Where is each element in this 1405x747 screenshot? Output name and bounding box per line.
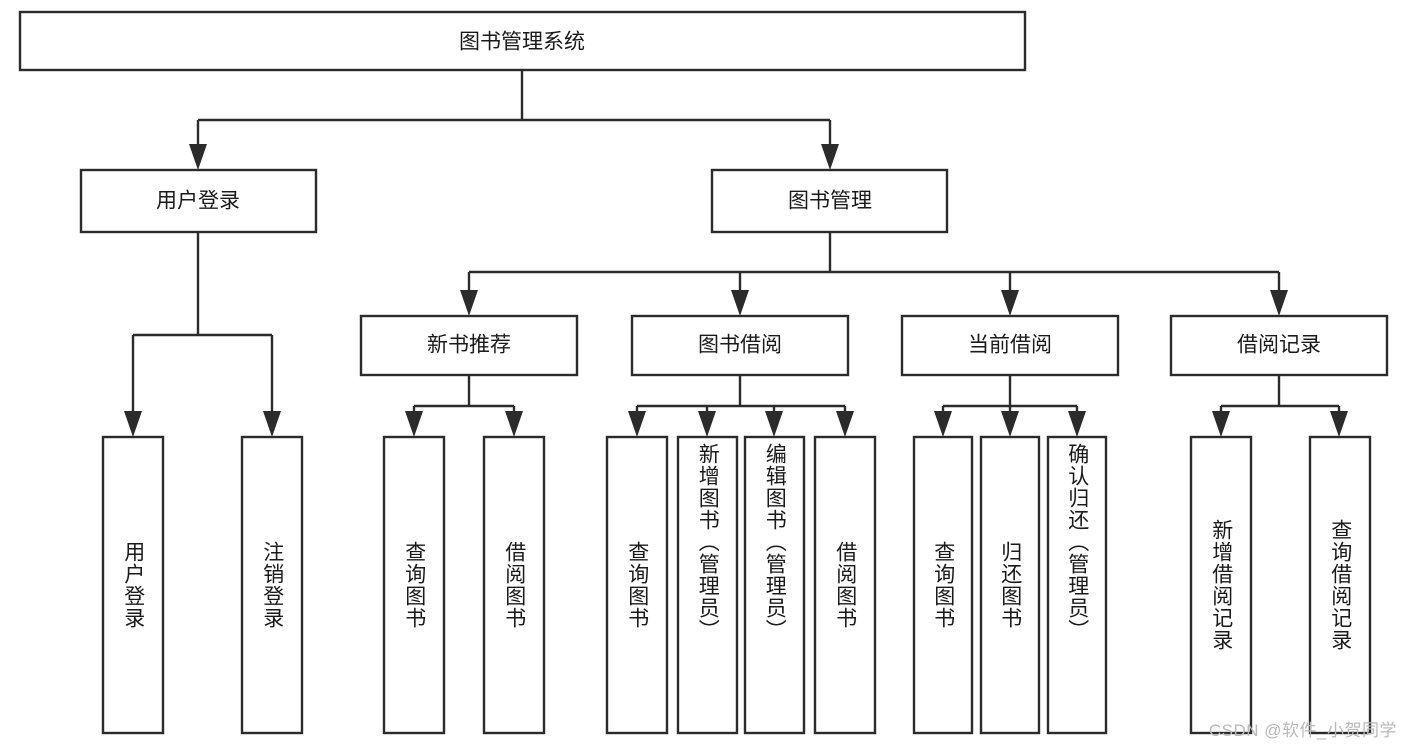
arrow-head-borrow-record xyxy=(1270,290,1288,316)
leaf-query-record-box[interactable] xyxy=(1308,435,1372,735)
connector-group-book-borrow xyxy=(628,375,854,437)
node-book-borrow-box[interactable] xyxy=(630,314,850,377)
arrow-head-leaf-return-book xyxy=(1001,411,1019,437)
leaf-query-book-1-box[interactable] xyxy=(382,435,446,735)
arrow-head-book-management xyxy=(821,144,839,170)
leaf-edit-book-box[interactable] xyxy=(743,435,806,735)
arrow-head-new-book-recommend xyxy=(460,290,478,316)
arrow-head-leaf-user-login xyxy=(124,411,142,437)
leaf-user-login-box[interactable] xyxy=(101,435,165,735)
node-book-management-box[interactable] xyxy=(710,168,949,234)
node-root[interactable]: 图书管理系统 xyxy=(18,10,1027,72)
node-current-borrow-box[interactable] xyxy=(900,314,1120,377)
arrow-head-leaf-add-book xyxy=(698,411,716,437)
leaf-borrow-book-1-box[interactable] xyxy=(482,435,546,735)
leaf-add-record-box[interactable] xyxy=(1189,435,1253,735)
node-root-label: 图书管理系统 xyxy=(459,31,585,54)
node-current-borrow[interactable]: 当前借阅 xyxy=(900,314,1120,377)
node-root-box[interactable] xyxy=(18,10,1027,72)
arrow-head-leaf-query-book-3 xyxy=(934,411,952,437)
csdn-watermark: CSDN @软件_小贺同学 xyxy=(1208,721,1397,740)
node-borrow-record-label: 借阅记录 xyxy=(1237,334,1321,357)
node-new-book-recommend[interactable]: 新书推荐 xyxy=(359,314,579,377)
arrow-head-leaf-edit-book xyxy=(765,411,783,437)
connector-group-root xyxy=(189,70,839,170)
arrow-head-user-login xyxy=(189,144,207,170)
leaf-add-book-box[interactable] xyxy=(676,435,739,735)
arrow-head-leaf-confirm-return xyxy=(1068,411,1086,437)
node-borrow-record[interactable]: 借阅记录 xyxy=(1169,314,1389,377)
node-new-book-recommend-label: 新书推荐 xyxy=(427,334,511,357)
leaf-return-book-box[interactable] xyxy=(979,435,1041,735)
node-book-borrow-label: 图书借阅 xyxy=(698,334,782,357)
node-user-login-box[interactable] xyxy=(79,168,318,234)
node-user-login-label: 用户登录 xyxy=(156,190,240,213)
leaf-logout-login-box[interactable] xyxy=(240,435,304,735)
leaf-boxes-group xyxy=(101,435,1372,735)
leaf-query-book-3-box[interactable] xyxy=(912,435,974,735)
leaf-borrow-book-2-box[interactable] xyxy=(813,435,877,735)
leaf-query-book-2-box[interactable] xyxy=(605,435,669,735)
arrow-head-leaf-borrow-book-1 xyxy=(505,411,523,437)
node-book-borrow[interactable]: 图书借阅 xyxy=(630,314,850,377)
arrow-head-leaf-logout-login xyxy=(263,411,281,437)
node-book-management-label: 图书管理 xyxy=(788,190,872,213)
connector-group-user-login xyxy=(124,232,281,437)
connector-group-current-borrow xyxy=(934,375,1086,437)
arrow-head-book-borrow xyxy=(731,290,749,316)
node-borrow-record-box[interactable] xyxy=(1169,314,1389,377)
connector-group-new-book-recommend xyxy=(405,375,523,437)
arrow-head-leaf-add-record xyxy=(1212,411,1230,437)
node-user-login[interactable]: 用户登录 xyxy=(79,168,318,234)
arrow-head-current-borrow xyxy=(1001,290,1019,316)
node-new-book-recommend-box[interactable] xyxy=(359,314,579,377)
arrow-head-leaf-borrow-book-2 xyxy=(836,411,854,437)
leaf-confirm-return-box[interactable] xyxy=(1046,435,1108,735)
node-current-borrow-label: 当前借阅 xyxy=(968,334,1052,357)
connector-group-book-management xyxy=(460,232,1288,316)
arrow-head-leaf-query-book-2 xyxy=(628,411,646,437)
node-book-management[interactable]: 图书管理 xyxy=(710,168,949,234)
arrow-head-leaf-query-record xyxy=(1330,411,1348,437)
connector-group-borrow-record xyxy=(1212,375,1348,437)
arrow-head-leaf-query-book-1 xyxy=(405,411,423,437)
